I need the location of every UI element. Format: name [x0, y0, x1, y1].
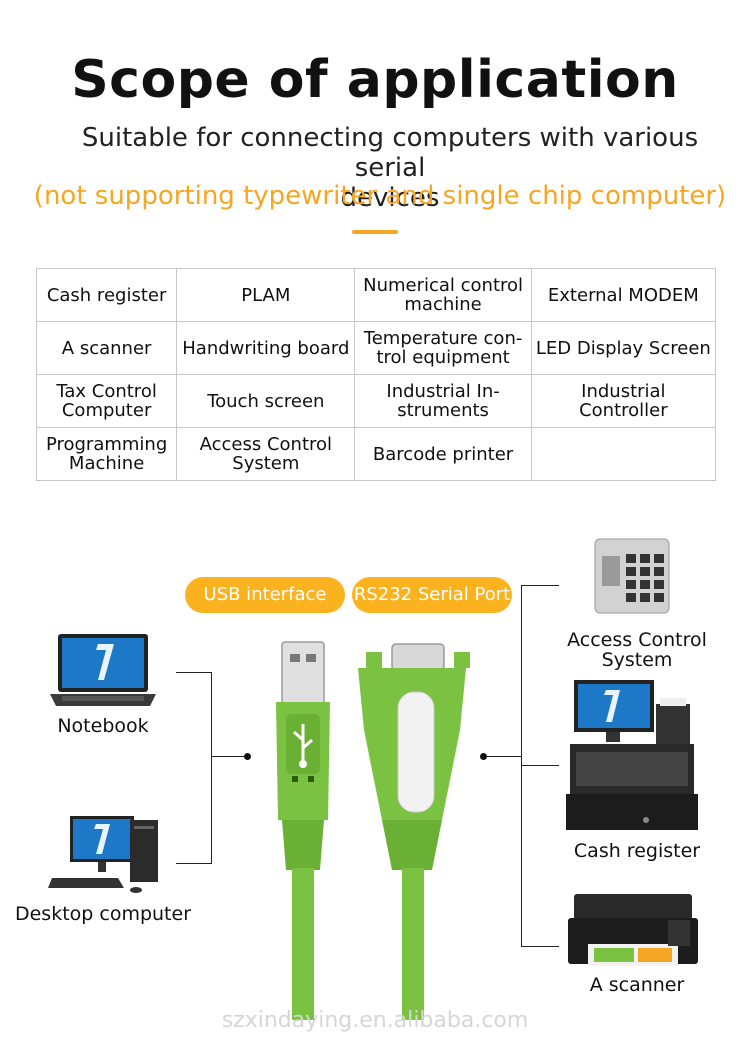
connector-line	[521, 585, 559, 586]
table-cell: Access Control System	[176, 427, 356, 481]
watermark: szxindaying.en.alibaba.com	[221, 1008, 529, 1033]
table-cell: PLAM	[176, 268, 356, 322]
table-cell: Numerical control machine	[354, 268, 532, 322]
table-cell: External MODEM	[530, 268, 717, 322]
rs232-port-label: RS232 Serial Port	[352, 577, 512, 613]
accent-divider	[352, 230, 398, 234]
usb-cable-icon	[276, 641, 330, 1020]
connector-line	[521, 585, 522, 947]
access-control-keypad-icon	[594, 538, 670, 614]
table-cell: A scanner	[35, 321, 178, 375]
table-cell: Programming Machine	[35, 427, 178, 481]
connector-line	[211, 756, 245, 757]
notebook-label: Notebook	[57, 715, 149, 737]
table-cell: Touch screen	[176, 374, 356, 428]
table-cell: Handwriting board	[176, 321, 356, 375]
table-row: Cash register PLAM Numerical control mac…	[35, 268, 717, 322]
usb-interface-label: USB interface	[185, 577, 345, 613]
table-cell: Barcode printer	[354, 427, 532, 481]
table-row: Tax Control Computer Touch screen Indust…	[35, 374, 717, 428]
table-cell: Cash register	[35, 268, 178, 322]
table-cell: Industrial Controller	[530, 374, 717, 428]
scanner-icon	[568, 894, 698, 966]
scanner-label: A scanner	[589, 974, 685, 996]
desktop-computer-icon	[48, 816, 158, 893]
table-cell: Industrial In- struments	[354, 374, 532, 428]
connector-dot	[244, 753, 251, 760]
unsupported-note: (not supporting typewriter and single ch…	[33, 181, 727, 211]
table-cell: Tax Control Computer	[35, 374, 178, 428]
table-row: Programming Machine Access Control Syste…	[35, 427, 717, 481]
connector-line	[486, 756, 522, 757]
access-control-label: Access Control System	[567, 629, 707, 671]
subtitle-line-1: Suitable for connecting computers with v…	[81, 123, 699, 183]
cash-register-label: Cash register	[573, 840, 701, 862]
rs232-connector-icon	[358, 643, 470, 1020]
table-cell: LED Display Screen	[530, 321, 717, 375]
table-cell: Temperature con- trol equipment	[354, 321, 532, 375]
connector-line	[521, 765, 559, 766]
subtitle-line-2: devices	[340, 183, 440, 213]
table-row: A scanner Handwriting board Temperature …	[35, 321, 717, 375]
applications-table: Cash register PLAM Numerical control mac…	[35, 268, 717, 481]
desktop-computer-label: Desktop computer	[14, 903, 192, 925]
page-title: Scope of application	[71, 50, 679, 110]
connector-line	[521, 946, 559, 947]
connector-line	[176, 863, 212, 864]
connector-dot	[480, 753, 487, 760]
connector-line	[176, 672, 212, 673]
table-cell	[530, 427, 717, 481]
connector-line	[211, 672, 212, 864]
notebook-icon	[50, 634, 156, 706]
subtitle: Suitable for connecting computers with v…	[50, 123, 730, 213]
cash-register-icon	[566, 680, 698, 830]
